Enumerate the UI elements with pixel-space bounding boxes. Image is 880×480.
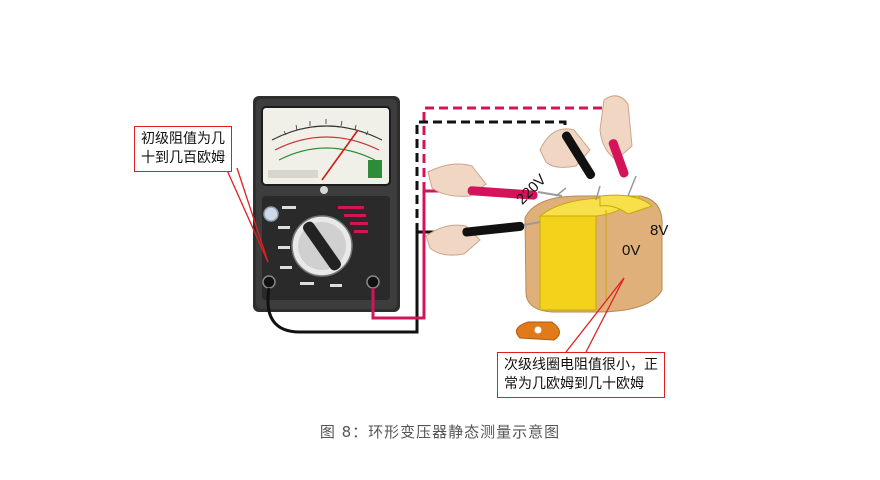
meter-dial-face (261, 106, 391, 186)
meter-needle (321, 129, 359, 181)
zero-adjust-knob (263, 206, 279, 222)
callout-secondary-resistance: 次级线圈电阻值很小，正 常为几欧姆到几十欧姆 (497, 352, 665, 398)
callout-primary-line1: 初级阻值为几 (141, 131, 225, 147)
callout-primary-resistance: 初级阻值为几 十到几百欧姆 (134, 126, 232, 172)
meter-logo (368, 160, 382, 178)
label-0v: 0V (622, 242, 641, 259)
callout-primary-line2: 十到几百欧姆 (141, 150, 225, 166)
callout-secondary-line2: 常为几欧姆到几十欧姆 (504, 376, 644, 392)
label-8v: 8V (650, 222, 669, 239)
plus-jack (366, 275, 380, 289)
com-jack (262, 275, 276, 289)
multimeter (253, 96, 400, 312)
secondary-probes (539, 95, 633, 180)
callout-pointers (225, 167, 625, 353)
toroidal-transformer (515, 175, 663, 341)
figure-caption: 图 8：环形变压器静态测量示意图 (319, 423, 561, 441)
callout-secondary-line1: 次级线圈电阻值很小，正 (504, 357, 658, 373)
primary-probes (425, 163, 563, 256)
